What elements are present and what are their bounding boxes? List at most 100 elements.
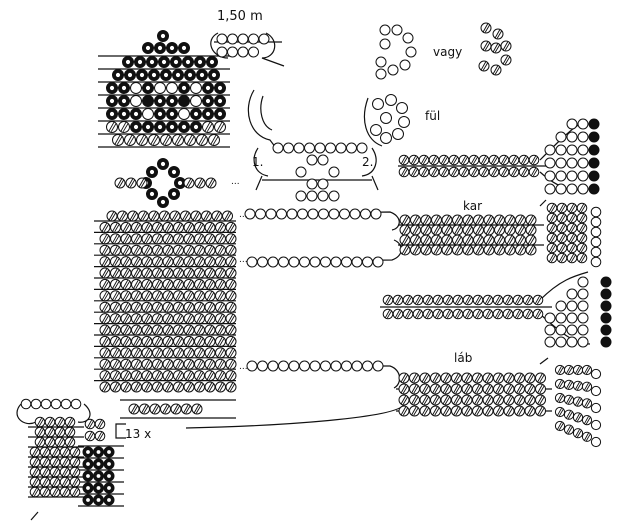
- arm-fringe-end: [590, 246, 602, 258]
- ear-strip-bead: [418, 166, 430, 178]
- body-bead: [141, 335, 153, 347]
- ear-fan-bead: [555, 144, 567, 156]
- shoe-bead-dark: [93, 470, 104, 482]
- arm-bead: [420, 244, 432, 256]
- body-bead: [225, 324, 237, 336]
- leg-fan-bead: [566, 324, 578, 336]
- body-bead: [99, 278, 111, 290]
- arm-bead: [420, 214, 432, 226]
- arm-thread-bead: [362, 256, 373, 268]
- head-bead-dark: [202, 108, 214, 120]
- body-bead: [194, 358, 205, 370]
- body-bead: [110, 267, 121, 279]
- leg-fan-bead: [555, 336, 567, 348]
- ear-strip-bead: [498, 154, 510, 166]
- body-bead: [204, 301, 216, 313]
- leg-fan-bead: [555, 312, 567, 324]
- shoe-bead-dark: [93, 446, 104, 458]
- leg-strip-bead: [452, 308, 464, 320]
- arm-fringe-bead: [566, 202, 578, 214]
- body-bead: [173, 221, 184, 233]
- arm-thread-bead: [278, 256, 289, 268]
- head-bead-dark: [118, 95, 130, 107]
- body-bead: [99, 233, 111, 245]
- arm-thread-bead: [370, 208, 382, 220]
- leg-fringe-bead: [563, 379, 575, 390]
- body-bottom-bead: [191, 403, 203, 415]
- ear-fan-bead: [566, 157, 578, 169]
- arm-bead: [399, 234, 411, 246]
- arm-bead: [515, 224, 526, 236]
- body-bead: [162, 358, 174, 370]
- ear-fan-bead-dark: [588, 157, 600, 169]
- leg-fan-bead-dark: [600, 300, 612, 312]
- thread-length-label: 1,50 m: [217, 9, 263, 24]
- tube-bead: [64, 426, 76, 438]
- body-bead: [110, 324, 121, 336]
- leg-strip-bead: [412, 294, 424, 306]
- ear-variant-bead: [500, 54, 512, 66]
- leg-bead: [451, 372, 462, 384]
- head-bead-dark: [142, 82, 154, 94]
- tube-bead: [69, 446, 81, 458]
- arm-thread-bead: [265, 208, 277, 220]
- leg-bead: [503, 372, 515, 384]
- body-bottom-bead: [170, 403, 182, 415]
- tube-top-bead: [50, 398, 62, 410]
- step-ring-bead: [328, 190, 340, 202]
- body-bead: [204, 324, 216, 336]
- body-bead: [183, 313, 195, 325]
- leg-bead: [472, 394, 483, 406]
- ear-variant-bead: [490, 64, 502, 76]
- body-bead: [183, 335, 195, 347]
- leg-strip-bead: [532, 294, 544, 306]
- head-bead-dark: [106, 108, 118, 120]
- body-bead: [194, 313, 205, 325]
- body-bead: [99, 267, 111, 279]
- leg-strip-bead: [522, 294, 534, 306]
- head-bead-dark: [194, 56, 206, 68]
- body-bead: [183, 290, 195, 302]
- body-bead: [131, 244, 142, 256]
- leg-bead: [419, 383, 431, 395]
- body-bead: [215, 313, 226, 325]
- arm-thread-bead: [372, 256, 384, 268]
- leg-bead: [535, 405, 546, 417]
- arm-bead: [420, 224, 432, 236]
- repeat-bracket: [115, 423, 126, 439]
- body-bead: [225, 221, 237, 233]
- leg-bead: [535, 383, 546, 395]
- body-bead: [99, 244, 111, 256]
- arm-fringe-end: [590, 216, 602, 228]
- ear-thread: [363, 97, 383, 147]
- step-line: [255, 175, 263, 191]
- ear-bead: [398, 116, 410, 128]
- top-loop-bead: [237, 46, 249, 58]
- leg-strip-bead: [512, 308, 524, 320]
- leg-fringe-bead: [581, 381, 593, 392]
- ear-strip-bead: [398, 166, 410, 178]
- ear-fan-bead: [555, 183, 567, 195]
- arm-fringe-bead: [546, 242, 558, 254]
- step-two-label: 2.: [362, 155, 374, 169]
- ear-bead: [380, 132, 392, 144]
- ear-fan-bead: [555, 157, 567, 169]
- leg-fan-bead: [544, 312, 556, 324]
- body-bead: [204, 290, 216, 302]
- ear-fan-bead: [544, 170, 556, 182]
- body-bead: [141, 358, 153, 370]
- body-bead: [141, 278, 153, 290]
- ear-bead: [392, 128, 404, 140]
- body-bead: [204, 278, 216, 290]
- head-bead-hatch: [214, 121, 226, 133]
- step-row-bead: [283, 142, 294, 154]
- tube-top-bead: [20, 398, 32, 410]
- ear-variant-bead: [379, 38, 391, 50]
- body-bead: [225, 335, 237, 347]
- arm-fringe-bead: [576, 252, 588, 264]
- leg-strip-bead: [482, 294, 494, 306]
- leg-strip-bead: [492, 294, 504, 306]
- body-bead: [194, 347, 205, 359]
- ear-variant-bead: [480, 22, 492, 34]
- leg-strip-bead: [392, 308, 404, 320]
